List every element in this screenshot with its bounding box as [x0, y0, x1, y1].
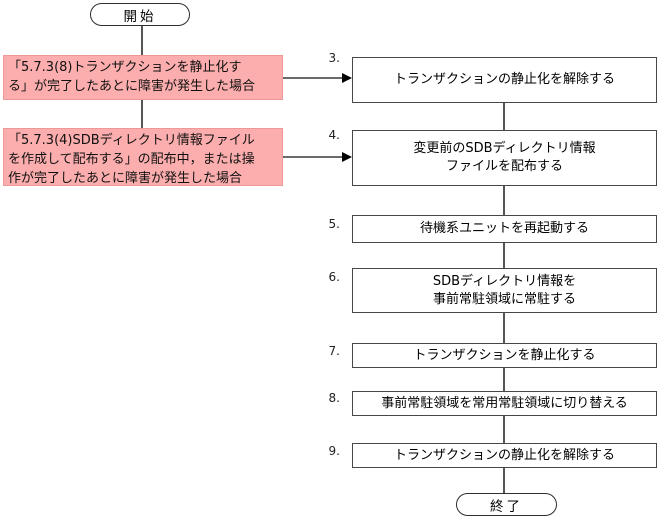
- step-number-3: 3.: [328, 51, 340, 65]
- step-number-7: 7.: [328, 344, 340, 358]
- step-number-5: 5.: [328, 217, 340, 231]
- process-box-step5: 待機系ユニットを再起動する: [352, 215, 657, 243]
- end-terminal: 終了: [456, 493, 557, 516]
- step9-label: トランザクションの静止化を解除する: [393, 447, 615, 463]
- connector-step3-to-step4: [503, 103, 505, 130]
- step-number-6: 6.: [328, 270, 340, 284]
- step4-label-line-2: ファイルを配布する: [445, 159, 563, 174]
- start-terminal: 開始: [90, 3, 190, 26]
- step-number-8: 8.: [328, 391, 340, 405]
- step-number-9: 9.: [328, 444, 340, 458]
- arrow-line-cond2-to-step4: [283, 156, 343, 158]
- connector-step7-to-step8: [503, 368, 505, 391]
- condition-2-line-2: を作成して配布する」の配布中，または操: [8, 152, 255, 167]
- arrowhead-step3: [342, 73, 352, 83]
- condition-1-line-2: る」が完了したあとに障害が発生した場合: [8, 79, 256, 94]
- process-box-step8: 事前常駐領域を常用常駐領域に切り替える: [352, 391, 657, 416]
- process-box-step3: トランザクションの静止化を解除する: [352, 57, 657, 103]
- condition-2-line-3: 作が完了したあとに障害が発生した場合: [8, 171, 243, 186]
- connector-step5-to-step6: [503, 243, 505, 268]
- process-box-step6: SDBディレクトリ情報を 事前常駐領域に常駐する: [352, 268, 657, 313]
- condition-box-2: 「5.7.3(4)SDBディレクトリ情報ファイル を作成して配布する」の配布中，…: [3, 128, 283, 186]
- step6-label-line-1: SDBディレクトリ情報を: [432, 273, 577, 289]
- step5-label: 待機系ユニットを再起動する: [419, 221, 589, 236]
- start-label: 開始: [123, 8, 157, 25]
- process-box-step4: 変更前のSDBディレクトリ情報 ファイルを配布する: [352, 130, 657, 186]
- step4-label-line-1: 変更前のSDBディレクトリ情報: [413, 141, 596, 156]
- condition-box-1: 「5.7.3(8)トランザクションを静止化す る」が完了したあとに障害が発生した…: [3, 55, 283, 100]
- process-box-step7: トランザクションを静止化する: [352, 343, 657, 368]
- connector-step9-to-end: [503, 468, 505, 493]
- connector-cond1-to-cond2: [141, 100, 143, 128]
- step7-label: トランザクションを静止化する: [413, 347, 596, 363]
- condition-1-line-1: 「5.7.3(8)トランザクションを静止化す: [8, 60, 242, 75]
- step-number-4: 4.: [328, 128, 340, 142]
- process-box-step9: トランザクションの静止化を解除する: [352, 443, 657, 468]
- condition-2-line-1: 「5.7.3(4)SDBディレクトリ情報ファイル: [8, 133, 255, 148]
- step8-label: 事前常駐領域を常用常駐領域に切り替える: [381, 395, 628, 411]
- connector-step6-to-step7: [503, 313, 505, 343]
- step6-label-line-2: 事前常駐領域に常駐する: [432, 291, 576, 307]
- connector-start-to-cond1: [141, 26, 143, 55]
- connector-step8-to-step9: [503, 416, 505, 443]
- connector-step4-to-step5: [503, 186, 505, 215]
- arrowhead-step4: [342, 152, 352, 162]
- end-label: 終了: [490, 498, 523, 515]
- arrow-line-cond1-to-step3: [283, 77, 343, 79]
- step3-label: トランザクションの静止化を解除する: [393, 72, 615, 87]
